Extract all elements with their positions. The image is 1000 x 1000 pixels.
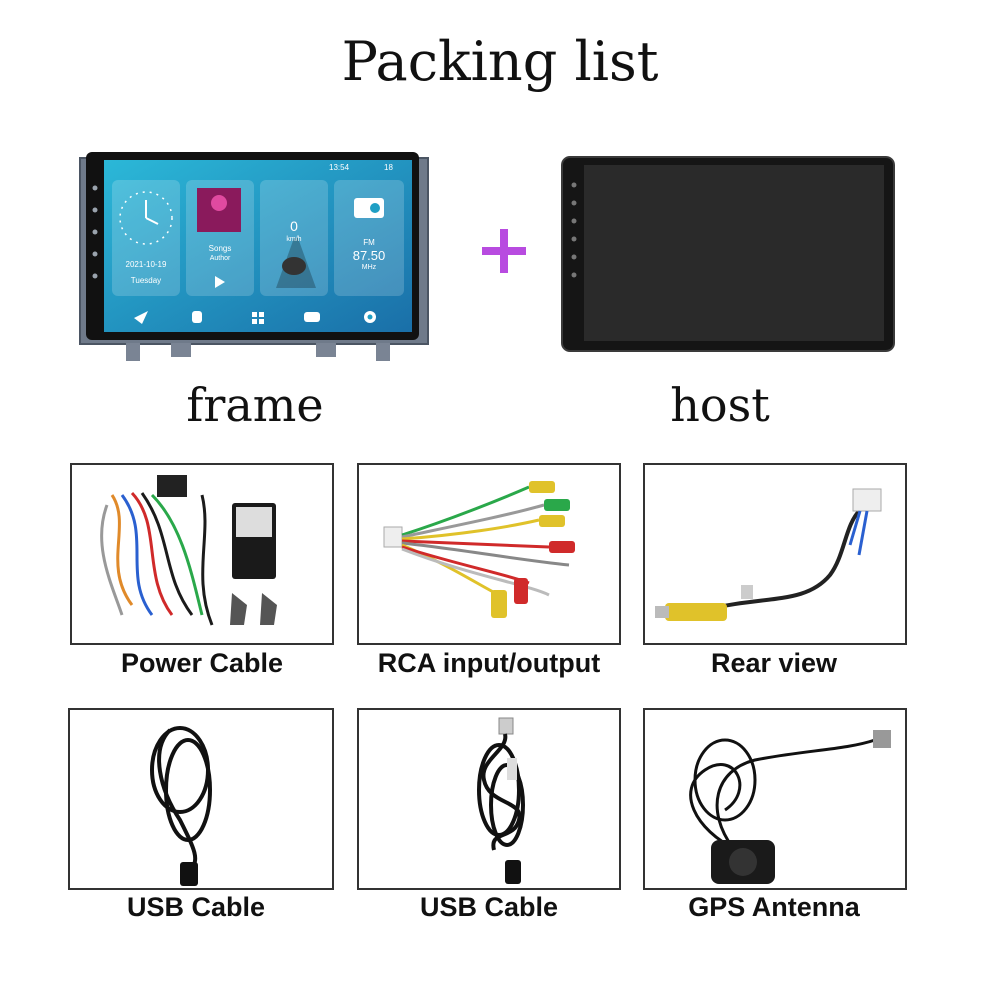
power-cable-image [70,463,334,645]
frame-label: frame [186,378,324,432]
power-cable-label: Power Cable [120,648,284,678]
usb-cable-1-label: USB Cable [126,892,266,922]
music-title: Songs [208,244,232,253]
clock-date: 2021-10-19 [125,260,167,269]
radio-unit: MHz [361,264,377,271]
speed-value: 0 [290,218,298,234]
speed-unit: km/h [286,236,302,243]
rear-view-cable-image [643,463,907,645]
page-title: Packing list [341,30,659,93]
frame-product-image: 13:54 18 2021-10-19 Tuesday Songs Author… [76,148,432,364]
usb-cable-2-image [357,708,621,890]
status-temp: 18 [384,163,393,172]
plus-icon [478,225,530,282]
rear-view-label: Rear view [710,648,838,678]
usb-cable-1-image [68,708,334,890]
gps-antenna-label: GPS Antenna [688,892,860,922]
gps-antenna-image [643,708,907,890]
host-label: host [670,378,770,432]
music-artist: Author [209,255,231,262]
status-time: 13:54 [329,163,350,172]
radio-band: FM [363,238,375,247]
rca-cable-label: RCA input/output [377,648,601,678]
usb-cable-2-label: USB Cable [419,892,559,922]
radio-frequency: 87.50 [352,248,386,263]
host-product-image [560,155,896,355]
clock-day: Tuesday [130,276,162,285]
rca-cable-image [357,463,621,645]
